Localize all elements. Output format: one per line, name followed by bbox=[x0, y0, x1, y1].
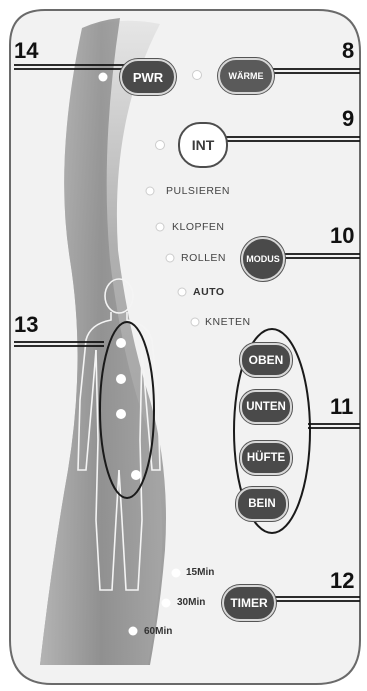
back-led-2 bbox=[116, 374, 126, 384]
modus-button[interactable]: MODUS bbox=[241, 237, 285, 281]
oben-button[interactable]: OBEN bbox=[240, 343, 292, 377]
callout-13: 13 bbox=[14, 312, 38, 338]
back-led-3 bbox=[116, 409, 126, 419]
timer-label-60: 60Min bbox=[144, 626, 172, 637]
timer-button[interactable]: TIMER bbox=[222, 585, 276, 621]
waerme-led bbox=[193, 71, 202, 80]
waerme-button[interactable]: WÄRME bbox=[218, 58, 274, 94]
timer-label-15: 15Min bbox=[186, 567, 214, 578]
kneten-led bbox=[191, 318, 199, 326]
back-led-4 bbox=[131, 470, 141, 480]
callout-8: 8 bbox=[342, 38, 354, 64]
callout-10: 10 bbox=[330, 223, 354, 249]
timer-60-led bbox=[129, 627, 138, 636]
mode-label-auto: AUTO bbox=[193, 286, 225, 298]
pwr-button[interactable]: PWR bbox=[120, 59, 176, 95]
klopfen-led bbox=[156, 223, 164, 231]
callout-11: 11 bbox=[330, 394, 353, 420]
timer-15-led bbox=[172, 569, 181, 578]
mode-label-kneten: KNETEN bbox=[205, 316, 251, 328]
int-button[interactable]: INT bbox=[178, 122, 228, 168]
rollen-led bbox=[166, 254, 174, 262]
back-led-1 bbox=[116, 338, 126, 348]
mode-label-pulsieren: PULSIEREN bbox=[166, 185, 230, 197]
mode-label-rollen: ROLLEN bbox=[181, 252, 226, 264]
timer-30-led bbox=[162, 599, 171, 608]
pulsieren-led bbox=[146, 187, 154, 195]
bein-button[interactable]: BEIN bbox=[236, 487, 288, 521]
callout-9: 9 bbox=[342, 106, 354, 132]
pwr-led bbox=[99, 73, 108, 82]
callout-14: 14 bbox=[14, 38, 38, 64]
callout-12: 12 bbox=[330, 568, 354, 594]
auto-led bbox=[178, 288, 186, 296]
timer-label-30: 30Min bbox=[177, 597, 205, 608]
int-led bbox=[156, 141, 165, 150]
unten-button[interactable]: UNTEN bbox=[240, 390, 292, 424]
mode-label-klopfen: KLOPFEN bbox=[172, 221, 225, 233]
huefte-button[interactable]: HÜFTE bbox=[240, 441, 292, 475]
